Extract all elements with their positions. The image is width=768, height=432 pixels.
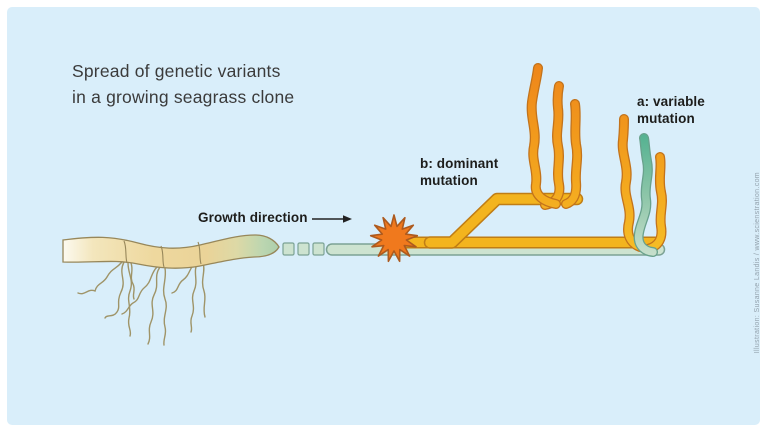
old-rhizome	[62, 234, 280, 269]
shoots-b	[532, 68, 578, 205]
shoots-a	[623, 119, 662, 252]
rhizome-roots	[77, 261, 206, 346]
growth-direction-arrow-icon	[312, 215, 352, 223]
mutation-b-label: b: dominant mutation	[420, 156, 498, 189]
rhizome-dashes	[282, 242, 325, 256]
growth-direction-label: Growth direction	[198, 210, 308, 225]
diagram-title: Spread of genetic variants in a growing …	[72, 58, 294, 110]
mutation-a-label-line2: mutation	[637, 110, 695, 126]
mutation-a-label-line1: a: variable	[637, 94, 705, 109]
mutation-b-label-line1: b: dominant	[420, 156, 499, 171]
mutation-b-label-line2: mutation	[420, 172, 478, 188]
mutation-starburst-icon	[369, 214, 419, 263]
diagram-title-line2: in a growing seagrass clone	[72, 87, 295, 107]
diagram-title-line1: Spread of genetic variants	[72, 61, 281, 81]
diagram-panel	[7, 7, 760, 425]
credit-text: Illustration: Susanne Landis / www.scien…	[754, 172, 761, 354]
mutation-a-label: a: variable mutation	[637, 94, 705, 127]
